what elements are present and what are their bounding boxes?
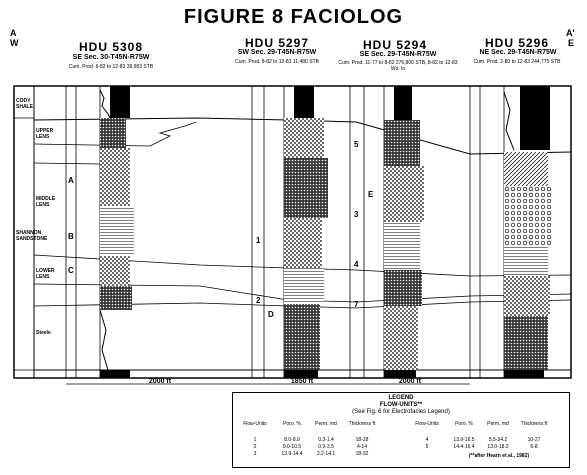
legend-header-perm: Perm. md: [315, 421, 337, 427]
legend-cell: 3: [253, 451, 257, 457]
well-1-production: Cum. Prod. 6-82 to 12-83 39,983 STB: [68, 64, 154, 70]
well-1-log: [65, 86, 134, 378]
legend-cell: 18-32: [355, 451, 369, 457]
legend-header-flow-units: Flow-Units: [243, 421, 267, 427]
facies-letter-d: D: [268, 310, 274, 319]
unit-label-cody: CODY SHALE: [16, 98, 33, 110]
legend-cell: 13.9-14.4: [281, 451, 303, 457]
distance-label-1: 2000 ft: [148, 378, 172, 385]
upper-lens-line: [33, 121, 197, 147]
legend-cell: 1: [253, 437, 257, 443]
flow-unit-number: 1: [256, 236, 261, 245]
legend-cell: 4: [425, 437, 429, 443]
well-2-name: HDU 5297: [244, 36, 310, 50]
facies-letter-e: E: [368, 190, 374, 199]
legend-cell: 4-14: [356, 444, 367, 450]
legend-cell: 6-8: [530, 444, 538, 450]
well-3-name: HDU 5294: [362, 38, 428, 52]
flow-unit-number: 7: [354, 300, 359, 309]
figure-title: FIGURE 8 FACIOLOG: [183, 6, 404, 28]
legend-cell: 10-27: [527, 437, 541, 443]
flow-unit-number: 3: [354, 210, 359, 219]
unit-label-shannon: SHANNON SANDSTONE: [16, 230, 48, 242]
legend-cell: 14.4-16.4: [453, 444, 475, 450]
well-4-location: NE Sec. 29-T45N-R75W: [479, 49, 557, 56]
legend-cell: 9.0-10.5: [282, 444, 302, 450]
facies-letter-c: C: [68, 266, 74, 275]
well-3-production: Cum. Prod. 11-77 to 8-82 276,800 STB, 8-…: [338, 60, 458, 72]
legend-credit: (**after Hearn et al., 1982): [468, 453, 530, 459]
well-2-log: [251, 86, 328, 378]
facies-letter-b: B: [68, 232, 74, 241]
facies-letter-a: A: [68, 176, 74, 185]
legend-cell: 8.0-8.9: [284, 437, 300, 443]
legend-header-flow-units-2: Flow-Units: [415, 421, 439, 427]
legend-box: LEGEND FLOW-UNITS** (See Fig. 6 for Elec…: [232, 392, 570, 468]
legend-cell: 5.5-34.2: [488, 437, 508, 443]
left-section-letter: A: [10, 28, 17, 38]
left-direction: W: [10, 38, 19, 48]
legend-cell: 2: [253, 444, 257, 450]
legend-header-poro-2: Poro. %: [455, 421, 473, 427]
well-3-location: SE Sec. 29-T45N-R75W: [359, 51, 437, 58]
legend-header-poro: Poro. %: [283, 421, 301, 427]
legend-cell: 18-28: [355, 437, 369, 443]
well-2-production: Cum. Prod. 8-82 to 12-83 11,480 STB: [235, 59, 319, 65]
legend-cell: 5: [425, 444, 429, 450]
unit-label-base: Steele: [36, 330, 51, 336]
legend-title: LEGEND: [388, 395, 414, 401]
well-1-location: SE Sec. 30-T45N-R75W: [72, 54, 150, 61]
unit-label-middle-lens: MIDDLE LENS: [36, 196, 56, 208]
legend-cell: 0.9-3.5: [318, 444, 334, 450]
legend-header-thickness-2: Thickness ft: [520, 421, 548, 427]
unit-label-upper-lens: UPPER LENS: [36, 128, 54, 140]
legend-cell: 13.0-18.2: [487, 444, 509, 450]
distance-label-3: 2000 ft: [398, 378, 422, 385]
legend-header-perm-2: Perm. md: [487, 421, 509, 427]
flow-unit-number: 2: [256, 296, 261, 305]
right-section-letter: A': [566, 28, 575, 38]
right-direction: E: [568, 38, 575, 48]
flow-unit-number: 5: [354, 140, 359, 149]
legend-note: (See Fig. 6 for Electrofacies Legend): [352, 409, 450, 415]
legend-subtitle: FLOW-UNITS**: [379, 402, 423, 408]
well-1-name: HDU 5308: [78, 40, 144, 54]
well-4-name: HDU 5296: [484, 36, 550, 50]
well-4-log: [469, 86, 552, 378]
well-4-production: Cum. Prod. 2-80 to 12-83 244,775 STB: [473, 59, 561, 65]
well-3-log: [349, 86, 424, 378]
unit-label-lower-lens: LOWER LENS: [36, 268, 55, 280]
flow-unit-number: 4: [354, 260, 359, 269]
distance-label-2: 1850 ft: [290, 378, 314, 385]
legend-cell: 0.3-1.4: [318, 437, 334, 443]
well-2-location: SW Sec. 29-T45N-R75W: [237, 49, 317, 56]
legend-cell: 3.2-14.1: [316, 451, 336, 457]
legend-cell: 13.9-16.5: [453, 437, 475, 443]
legend-header-thickness: Thickness ft: [348, 421, 376, 427]
